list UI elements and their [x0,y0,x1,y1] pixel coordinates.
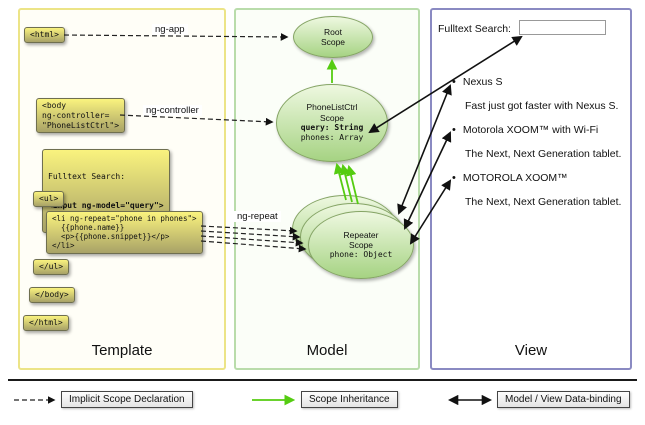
bullet-icon: • [452,124,456,136]
root-scope-title: Root Scope [320,26,346,47]
scope-phone-property: phone: Object [329,249,393,259]
scope-phones-property: phones: Array [300,133,364,143]
scope-query-property: query: String [300,122,364,132]
phonelistctrl-scope-ellipse: PhoneListCtrl Scope query: String phones… [276,84,388,162]
list-item: • Nexus S Fast just got faster with Nexu… [452,76,626,113]
repeater-scope-title: Repeater Scope [343,229,379,250]
code-html-close-tag: </html> [23,315,69,331]
phone-name-text: Nexus S [462,76,503,88]
phone-name: • MOTOROLA XOOM™ [452,172,626,185]
bullet-icon: • [452,76,456,88]
root-scope-ellipse: Root Scope [293,16,373,58]
code-fulltext-label: Fulltext Search: [48,171,126,181]
phone-name: • Nexus S [452,76,626,89]
code-input-ng-model: <input ng-model="query"> [48,200,164,210]
list-item: • Motorola XOOM™ with Wi-Fi The Next, Ne… [452,124,626,161]
view-phone-list: • Nexus S Fast just got faster with Nexu… [452,76,626,220]
phone-name-text: MOTOROLA XOOM™ [462,172,568,184]
view-panel-label: View [514,342,548,359]
view-search-input[interactable] [519,20,606,35]
phone-snippet: Fast just got faster with Nexus S. [465,100,619,112]
code-ul-close-tag: </ul> [33,259,70,275]
phone-name-text: Motorola XOOM™ with Wi-Fi [462,124,599,136]
model-panel-label: Model [306,342,348,359]
bullet-icon: • [452,172,456,184]
code-ul-open-tag: <ul> [33,191,65,207]
phone-snippet: The Next, Next Generation tablet. [465,148,622,160]
template-panel-label: Template [91,342,153,359]
code-li-ng-repeat: <li ng-repeat="phone in phones"> {{phone… [46,211,203,254]
list-item: • MOTOROLA XOOM™ The Next, Next Generati… [452,172,626,209]
legend-separator-line [8,379,637,381]
ng-repeat-label: ng-repeat [234,211,281,222]
legend-implicit-scope: Implicit Scope Declaration [61,391,193,408]
phone-name: • Motorola XOOM™ with Wi-Fi [452,124,626,137]
ng-controller-label: ng-controller [143,105,202,116]
phone-snippet: The Next, Next Generation tablet. [465,196,622,208]
code-body-close-tag: </body> [29,287,75,303]
model-panel: Model [234,8,420,370]
legend-data-binding: Model / View Data-binding [497,391,630,408]
legend-scope-inheritance: Scope Inheritance [301,391,398,408]
repeater-scope-ellipse: Repeater Scope phone: Object [308,211,414,279]
code-body-ng-controller: <body ng-controller= "PhoneListCtrl"> [36,98,126,134]
code-html-open-tag: <html> [24,27,65,43]
view-search-label: Fulltext Search: [438,23,511,35]
ng-app-label: ng-app [152,24,188,35]
phonelistctrl-scope-title: PhoneListCtrl Scope [306,102,358,123]
